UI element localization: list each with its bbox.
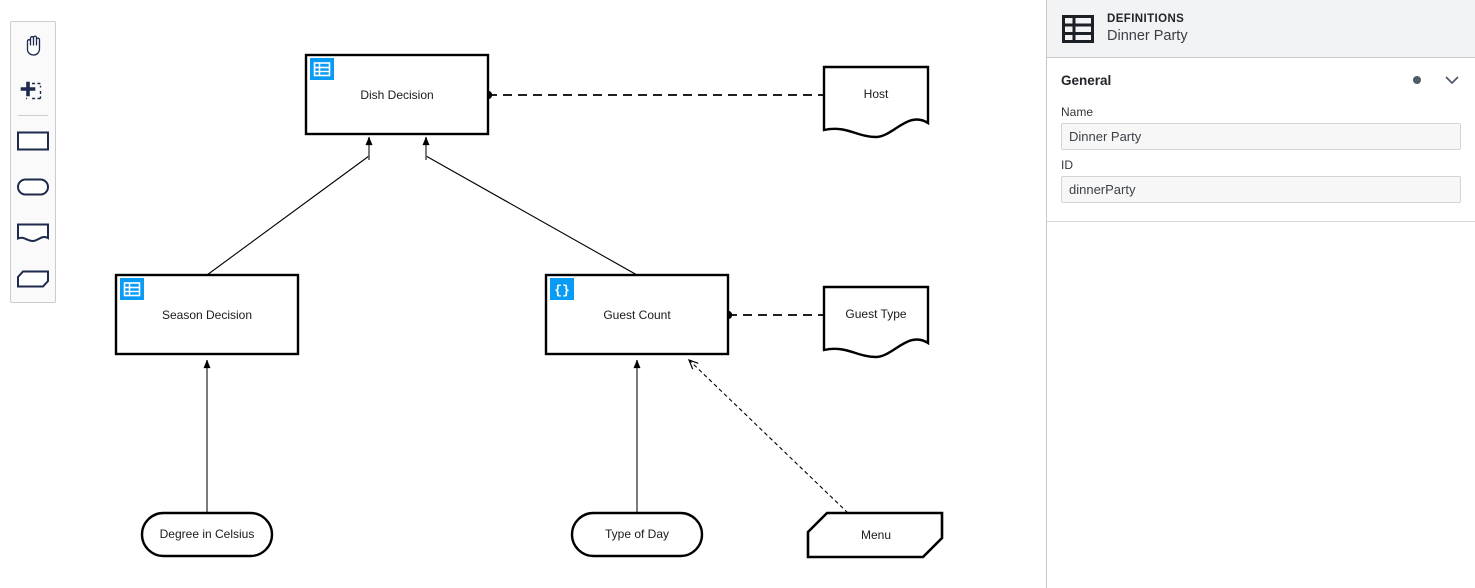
properties-panel: DEFINITIONS Dinner Party General Name ID (1046, 0, 1475, 588)
node-degree-in-celsius[interactable]: Degree in Celsius (140, 511, 274, 558)
name-input[interactable] (1061, 123, 1461, 150)
node-label: Type of Day (605, 527, 669, 541)
node-label: Season Decision (162, 308, 252, 322)
palette-lasso-tool[interactable] (11, 68, 55, 114)
general-section-header[interactable]: General (1061, 63, 1461, 97)
node-dish-decision[interactable]: Dish Decision (304, 53, 490, 136)
input-data-oval-icon (17, 178, 49, 196)
diagram-canvas[interactable]: Dish Decision Season Decision (0, 0, 1046, 588)
node-label: Dish Decision (360, 88, 433, 102)
literal-expression-icon: {} (550, 278, 574, 300)
node-label: Guest Count (603, 308, 671, 322)
decision-rectangle-icon (17, 131, 49, 151)
node-type-of-day[interactable]: Type of Day (570, 511, 704, 558)
edge-menu-to-guestcount[interactable] (687, 358, 849, 514)
node-label: Host (864, 87, 889, 101)
svg-text:{}: {} (554, 283, 570, 298)
node-host[interactable]: Host (822, 65, 930, 139)
node-label: Degree in Celsius (160, 527, 255, 541)
edge-layer (203, 90, 849, 514)
node-label: Guest Type (845, 307, 906, 321)
node-menu[interactable]: Menu (806, 511, 944, 559)
properties-kicker: DEFINITIONS (1107, 13, 1185, 26)
id-field-label: ID (1061, 158, 1073, 172)
palette-create-decision[interactable] (11, 118, 55, 164)
properties-body (1047, 222, 1475, 588)
decision-table-icon (120, 278, 144, 300)
status-dot-icon[interactable] (1413, 76, 1421, 84)
node-label: Menu (861, 528, 891, 542)
palette-create-input-data[interactable] (11, 164, 55, 210)
edge-guestcount-to-dish[interactable] (422, 136, 638, 276)
properties-header: DEFINITIONS Dinner Party (1047, 0, 1475, 58)
properties-title: Dinner Party (1107, 27, 1188, 44)
node-season-decision[interactable]: Season Decision (114, 273, 300, 356)
chevron-down-icon[interactable] (1443, 71, 1461, 89)
id-input[interactable] (1061, 176, 1461, 203)
definitions-table-icon (1062, 14, 1094, 43)
palette-create-knowledge-source[interactable] (11, 210, 55, 256)
general-section: General Name ID (1047, 63, 1475, 222)
business-knowledge-model-icon (17, 270, 49, 288)
palette-create-business-knowledge-model[interactable] (11, 256, 55, 302)
general-section-label: General (1061, 72, 1112, 88)
decision-table-icon (310, 58, 334, 80)
edge-season-to-dish[interactable] (206, 136, 373, 276)
palette-divider (18, 115, 48, 116)
node-guest-count[interactable]: {} Guest Count (544, 273, 730, 356)
name-field-label: Name (1061, 105, 1094, 119)
node-guest-type[interactable]: Guest Type (822, 285, 930, 359)
knowledge-source-icon (17, 223, 49, 243)
lasso-select-icon (20, 81, 42, 100)
palette-hand-tool[interactable] (11, 22, 55, 68)
palette (10, 21, 56, 303)
hand-icon (26, 35, 41, 56)
